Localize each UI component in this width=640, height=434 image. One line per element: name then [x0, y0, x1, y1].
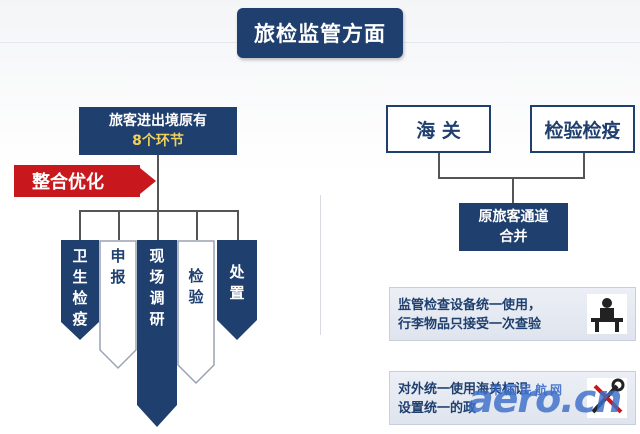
step-arrow-3: 现场调研 — [137, 240, 177, 427]
process-line1: 旅客进出境原有 — [109, 113, 207, 129]
section-divider — [320, 195, 321, 335]
step-label-1: 卫生检疫 — [72, 247, 88, 328]
original-process-box: 旅客进出境原有 8个环节 — [79, 107, 237, 155]
connector-bar — [79, 210, 239, 212]
integrate-arrow-tip — [140, 168, 156, 194]
connector-drop-4 — [196, 210, 198, 240]
watermark-site-name: 中国民航网 — [490, 383, 566, 397]
integrate-optimize-label: 整合优化 — [14, 165, 140, 197]
step-arrow-4-shape — [177, 240, 215, 385]
banner-equipment-text: 监管检查设备统一使用， 行李物品只接受一次查验 — [398, 296, 541, 334]
merge-drop-right — [583, 153, 585, 178]
banner-equipment: 监管检查设备统一使用， 行李物品只接受一次查验 — [389, 287, 636, 341]
inspection-box: 检验检疫 — [530, 105, 635, 153]
connector-drop-5 — [237, 210, 239, 240]
tools-icon — [587, 378, 627, 418]
customs-box: 海 关 — [386, 105, 491, 153]
merged-channel-box: 原旅客通道 合并 — [459, 203, 568, 251]
merge-trunk — [512, 177, 514, 203]
banner-identity-line2: 设置统一的政 — [398, 401, 477, 416]
merge-drop-left — [438, 153, 440, 178]
step-arrow-1: 卫生检疫 — [61, 240, 99, 340]
banner-identity-line1: 对外统一使用海关标识 — [398, 382, 529, 397]
process-line2: 8个环节 — [132, 133, 184, 149]
step-arrow-5-shape — [217, 240, 257, 340]
banner-equipment-line1: 监管检查设备统一使用， — [398, 298, 542, 313]
step-arrow-3-shape — [137, 240, 177, 427]
inspector-icon — [587, 294, 627, 334]
banner-identity: 对外统一使用海关标识 设置统一的政 — [389, 371, 636, 425]
banner-equipment-line2: 行李物品只接受一次查验 — [398, 317, 542, 332]
connector-drop-2 — [118, 210, 120, 240]
channel-line2: 合并 — [499, 229, 528, 245]
step-label-2: 申报 — [110, 247, 126, 286]
step-label-5: 处置 — [229, 263, 245, 302]
connector-trunk — [157, 155, 159, 210]
step-arrow-2: 申报 — [99, 240, 137, 370]
channel-line1: 原旅客通道 — [478, 209, 549, 225]
step-arrow-4: 检验 — [177, 240, 215, 385]
merge-bar — [438, 177, 585, 179]
connector-drop-3 — [157, 210, 159, 240]
step-label-4: 检验 — [188, 267, 204, 306]
banner-identity-text: 对外统一使用海关标识 设置统一的政 — [398, 380, 528, 418]
watermark-brand: aero.cn — [468, 377, 622, 421]
step-label-3: 现场调研 — [149, 247, 165, 328]
step-arrow-2-shape — [99, 240, 137, 370]
step-arrow-1-shape — [61, 240, 99, 340]
connector-drop-1 — [79, 210, 81, 240]
page-title: 旅检监管方面 — [237, 8, 403, 58]
step-arrow-5: 处置 — [217, 240, 257, 340]
